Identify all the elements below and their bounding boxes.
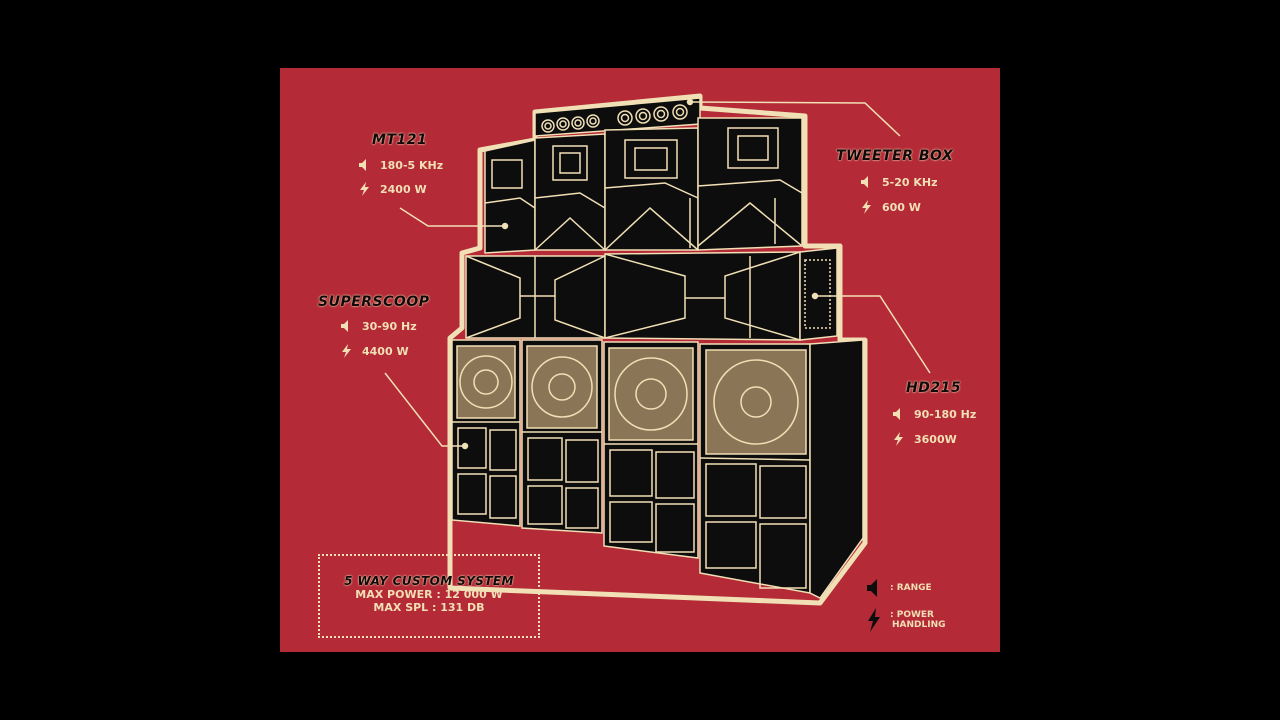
system-summary-box: 5 WAY CUSTOM SYSTEM MAX POWER : 12 000 W… [318,554,540,638]
speaker-icon [861,176,868,188]
tweeter-range: 5-20 KHz [860,175,938,189]
mt121-power: 2400 W [358,182,427,196]
hd215-range: 90-180 Hz [892,407,976,421]
superscoop-title: SUPERSCOOP [318,294,430,310]
mt121-horn-boxes [484,117,803,254]
speaker-icon [867,579,877,597]
superscoop-power: 4400 W [340,344,409,358]
lightning-icon [868,608,880,632]
tweeter-power: 600 W [860,200,921,214]
hd215-title: HD215 [906,380,962,396]
speaker-icon [893,408,900,420]
callout-lines [384,98,931,450]
hd215-bass-bins [451,339,864,599]
system-title: 5 WAY CUSTOM SYSTEM [344,574,514,588]
superscoop-range: 30-90 Hz [340,319,417,333]
mt121-range: 180-5 KHz [358,158,443,172]
lightning-icon [360,182,369,196]
lightning-icon [894,432,903,446]
stack-outline [447,93,868,606]
legend-power: : POWER HANDLING [866,608,946,632]
mt121-title: MT121 [372,132,428,148]
max-power: MAX POWER : 12 000 W [355,588,503,601]
lightning-icon [862,200,871,214]
superscoop-boxes [465,247,838,341]
speaker-icon [341,320,348,332]
hd215-power: 3600W [892,432,957,446]
max-spl: MAX SPL : 131 DB [373,601,485,614]
legend-range: : RANGE [866,578,932,598]
speaker-icon [359,159,366,171]
tweeter-title: TWEETER BOX [836,148,954,164]
speaker-stack-poster: MT121 180-5 KHz 2400 W TWEETER BOX 5-20 … [280,68,1000,652]
tweeter-box [534,97,701,137]
lightning-icon [342,344,351,358]
